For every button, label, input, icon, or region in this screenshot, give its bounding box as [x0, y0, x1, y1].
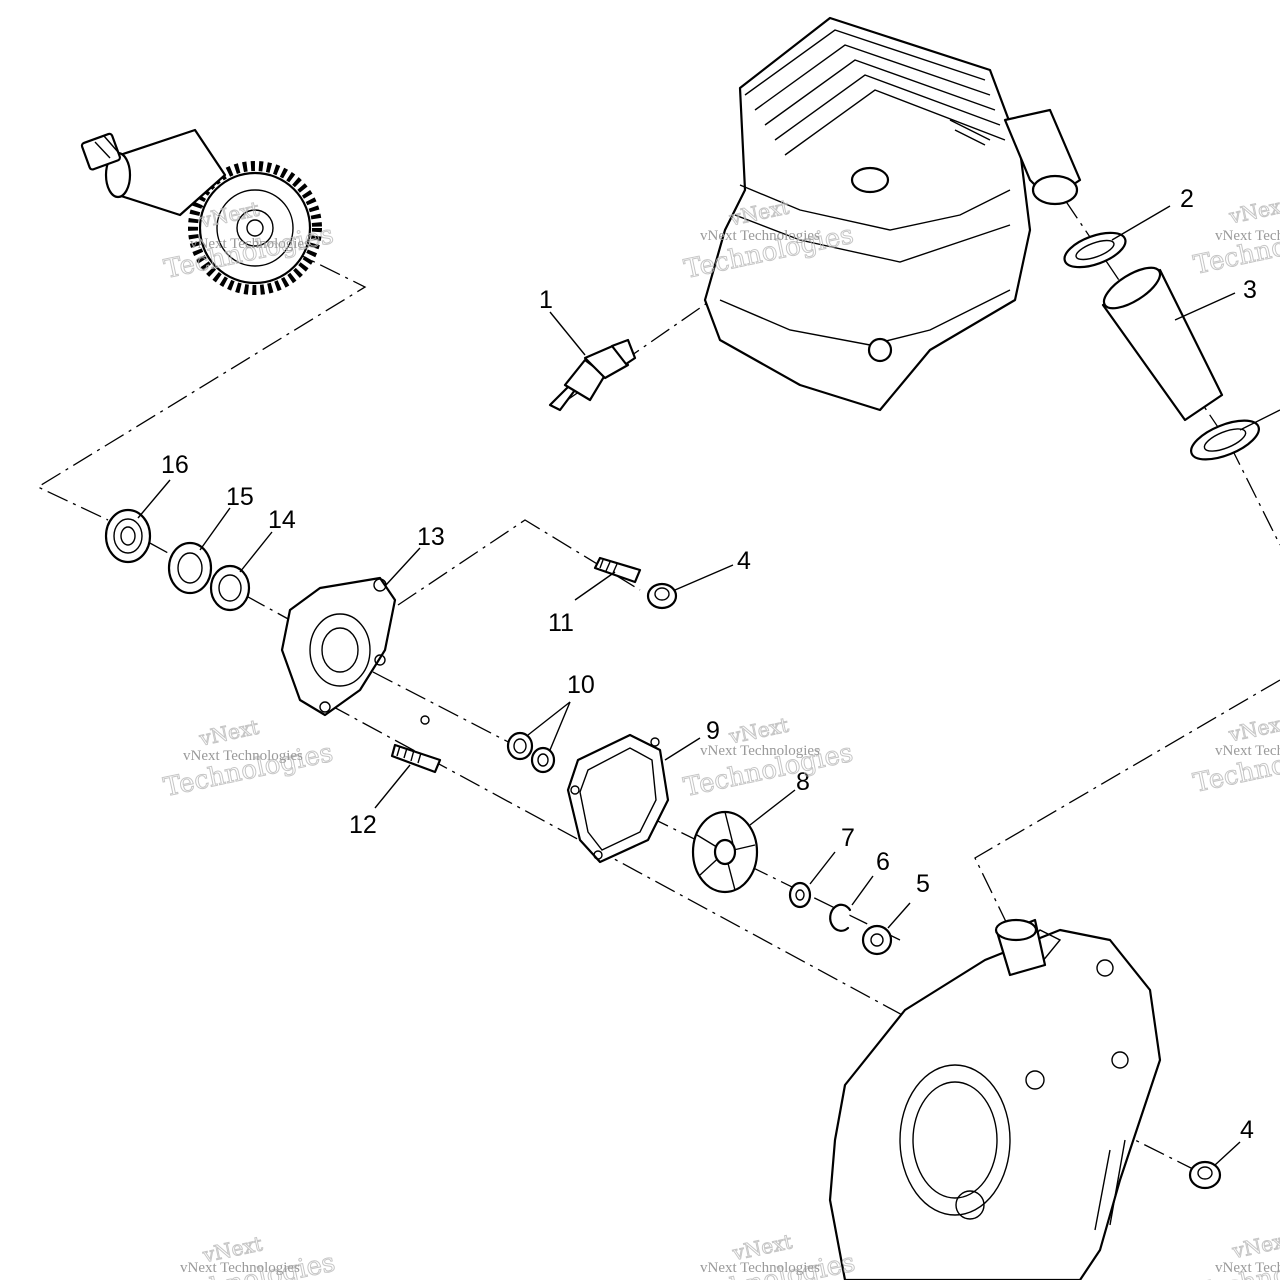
stud-12 [390, 743, 442, 774]
callout-3: 3 [1243, 276, 1257, 304]
o-rings-10 [506, 731, 556, 774]
callout-13: 13 [417, 523, 445, 551]
svg-text:vNext Technologies: vNext Technologies [700, 743, 820, 759]
leader-lines [137, 205, 1280, 1166]
callout-5: 5 [916, 870, 930, 898]
callout-10: 10 [567, 671, 595, 699]
callout-8: 8 [796, 768, 810, 796]
callout-9: 9 [706, 717, 720, 745]
stud-11 [593, 556, 642, 584]
bearing-15 [167, 541, 213, 595]
balancer-shaft-gear [80, 128, 322, 295]
svg-text:vNext Technologies: vNext Technologies [1215, 228, 1280, 244]
bearing-16 [104, 508, 152, 564]
callout-1: 1 [539, 286, 553, 314]
svg-text:vNext Technologies: vNext Technologies [700, 1260, 820, 1276]
callout-4-lower: 4 [1240, 1116, 1254, 1144]
svg-text:vNext: vNext [196, 715, 261, 751]
hose-clamp-lower [1190, 419, 1260, 461]
svg-text:vNext Technologies: vNext Technologies [190, 236, 310, 252]
svg-text:vNext Technologies: vNext Technologies [180, 1260, 300, 1276]
svg-text:vNext Technologies: vNext Technologies [1215, 743, 1280, 759]
washer-7 [788, 881, 812, 909]
svg-text:vNext Technologies: vNext Technologies [1215, 1260, 1280, 1276]
callout-4-upper: 4 [737, 547, 751, 575]
callout-12: 12 [349, 811, 377, 839]
svg-text:vNext Technologies: vNext Technologies [183, 748, 303, 764]
callout-14: 14 [268, 506, 296, 534]
spark-plug-part [548, 338, 637, 412]
crankcase-cover [828, 918, 1162, 1280]
assembly-line-impeller [614, 799, 901, 941]
callout-15: 15 [226, 483, 254, 511]
callout-16: 16 [161, 451, 189, 479]
flange-nut-upper [646, 582, 678, 610]
assembly-line-crankcase [974, 679, 1280, 931]
svg-text:vNext Technologies: vNext Technologies [700, 228, 820, 244]
svg-text:vNext: vNext [1229, 1227, 1280, 1263]
callout-labels: 1 2 3 4 4 5 6 7 8 9 10 11 12 13 14 15 16 [161, 185, 1257, 1144]
cap-nut-5 [861, 924, 893, 956]
callout-2: 2 [1180, 185, 1194, 213]
pump-housing [280, 576, 430, 725]
callout-7: 7 [841, 824, 855, 852]
engine-cylinder [703, 16, 1082, 412]
flange-nut-lower [1188, 1160, 1222, 1190]
svg-text:vNext: vNext [1226, 711, 1280, 747]
assembly-line-hose-lower [1229, 444, 1280, 546]
svg-text:vNext: vNext [1226, 193, 1280, 229]
oil-seal-14 [209, 564, 251, 612]
callout-6: 6 [876, 848, 890, 876]
impeller [691, 810, 759, 894]
assembly-line-seals [339, 654, 521, 749]
circlip-6 [829, 903, 852, 932]
pump-gasket [566, 733, 670, 864]
coolant-hose [1101, 266, 1224, 422]
hose-clamp-upper [1063, 231, 1127, 269]
callout-11: 11 [548, 609, 574, 637]
